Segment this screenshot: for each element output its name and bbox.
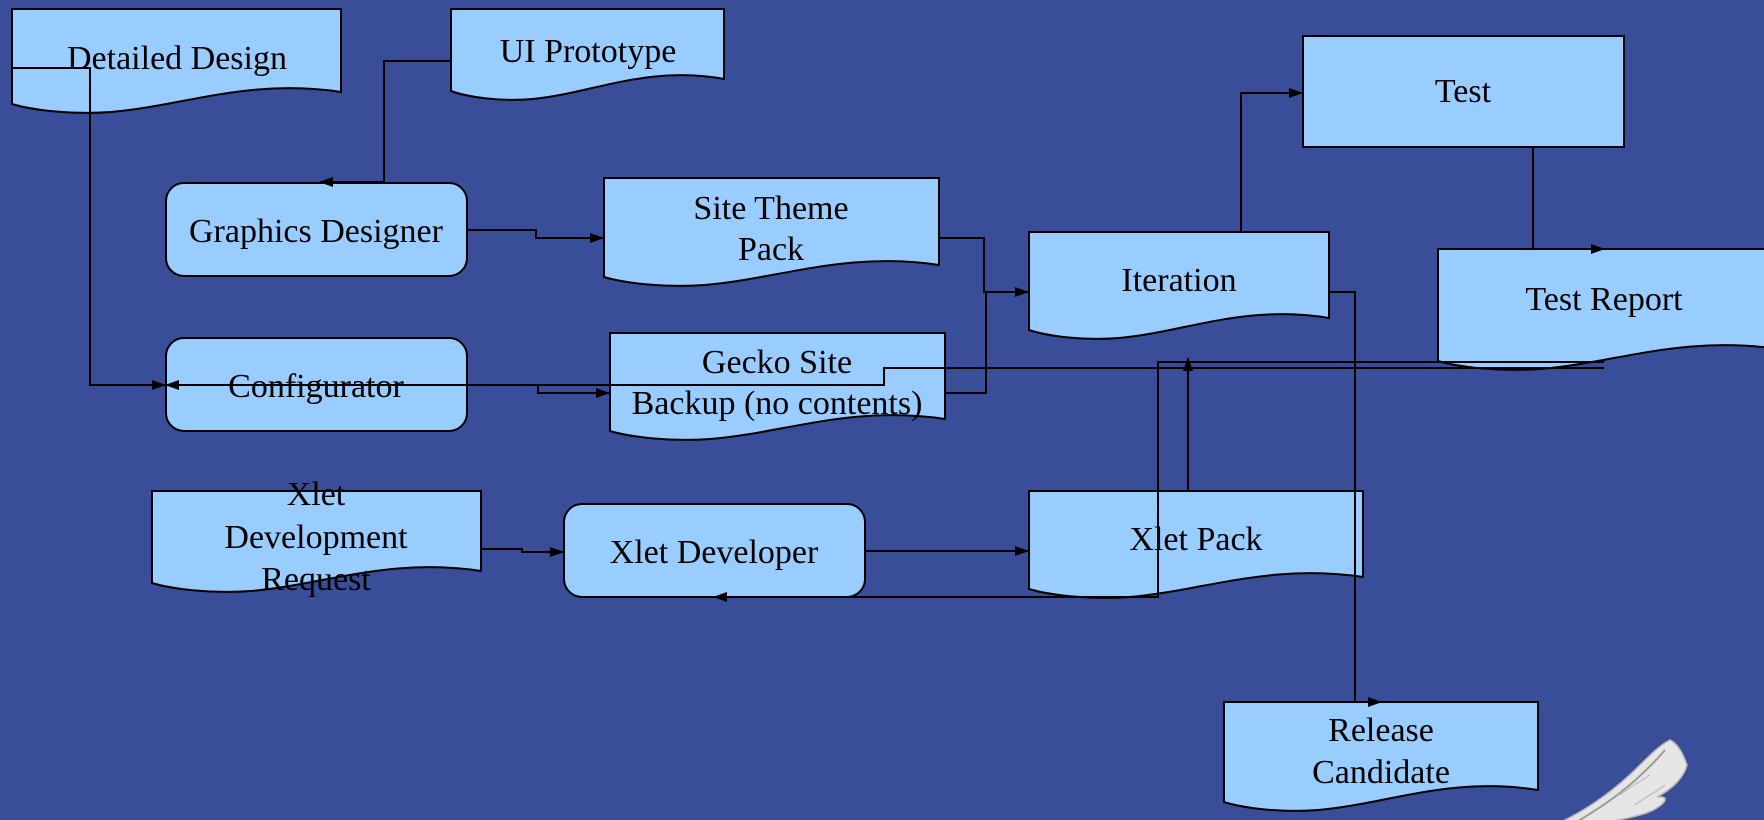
node-label-configurator: Configurator <box>228 368 404 405</box>
node-detailed-design <box>11 8 342 114</box>
connector-graphics-designer-to-site-theme-pack <box>467 229 604 243</box>
node-shape <box>1028 231 1330 340</box>
node-label-gecko-site-backup: Gecko Site <box>702 344 852 381</box>
node-label-iteration: Iteration <box>1121 262 1236 299</box>
node-label-xlet-dev-request: Xlet <box>287 476 346 513</box>
node-label-gecko-site-backup: Backup (no contents) <box>632 385 923 422</box>
node-label-ui-prototype: UI Prototype <box>500 33 677 70</box>
connector-iteration-to-test <box>1240 88 1303 232</box>
node-label-test: Test <box>1435 73 1492 110</box>
node-label-xlet-developer: Xlet Developer <box>610 534 819 571</box>
node-shape <box>151 490 482 593</box>
connector-iteration-to-release-candidate <box>1329 291 1382 707</box>
node-shape <box>609 332 946 441</box>
connector-test-report-to-configurator <box>165 367 1604 390</box>
node-release-candidate <box>1223 701 1539 812</box>
node-label-test-report: Test Report <box>1525 281 1683 318</box>
node-shape <box>1028 490 1364 599</box>
node-xlet-pack <box>1028 490 1364 599</box>
connector-ui-prototype-to-graphics-designer <box>319 60 451 187</box>
node-iteration <box>1028 231 1330 340</box>
node-xlet-dev-request <box>151 490 482 593</box>
connector-xlet-dev-request-to-xlet-developer <box>481 547 564 557</box>
node-site-theme-pack <box>603 177 940 287</box>
node-label-release-candidate: Candidate <box>1312 754 1450 791</box>
node-shape <box>1223 701 1539 812</box>
node-label-xlet-dev-request: Development <box>224 519 408 556</box>
connector-gecko-site-backup-to-iteration <box>945 292 987 394</box>
node-label-release-candidate: Release <box>1328 712 1434 749</box>
node-label-graphics-designer: Graphics Designer <box>189 213 444 250</box>
node-label-detailed-design: Detailed Design <box>67 40 287 77</box>
connector-test-report-to-xlet-developer <box>713 361 1604 602</box>
node-ui-prototype <box>450 8 725 101</box>
node-gecko-site-backup <box>609 332 946 441</box>
node-label-xlet-pack: Xlet Pack <box>1129 521 1262 558</box>
connector-site-theme-pack-to-iteration <box>939 237 1029 297</box>
node-label-site-theme-pack: Pack <box>738 231 804 268</box>
node-label-xlet-dev-request: Request <box>261 561 371 598</box>
connector-detailed-design-to-configurator <box>12 67 166 390</box>
node-shape <box>603 177 940 287</box>
feather-quill-icon <box>1563 739 1688 820</box>
node-shape <box>1437 248 1764 371</box>
node-shape <box>11 8 342 114</box>
connector-test-to-test-report <box>1532 147 1605 254</box>
node-shape <box>1302 35 1625 148</box>
node-label-site-theme-pack: Site Theme <box>693 190 848 227</box>
node-shape <box>450 8 725 101</box>
node-test <box>1302 35 1625 148</box>
node-test-report <box>1437 248 1764 371</box>
